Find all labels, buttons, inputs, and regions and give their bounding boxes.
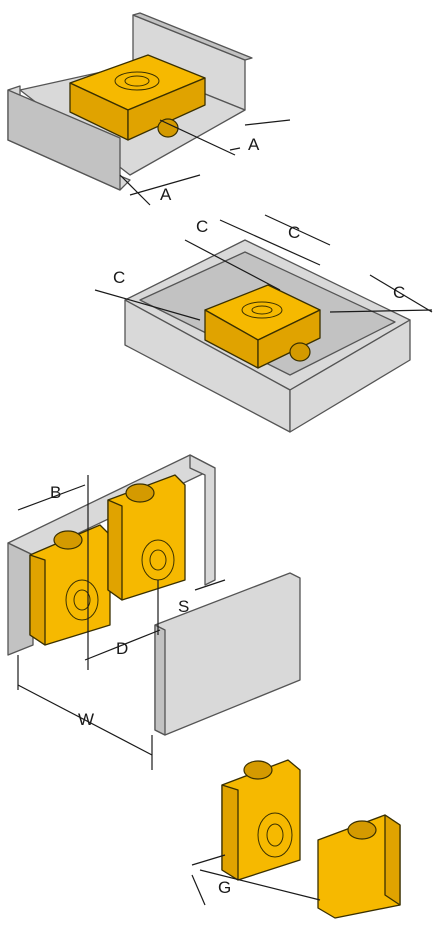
dim-c4-line [329,309,433,313]
sensor-right-face [127,77,206,141]
dim-c3-line [94,289,201,321]
dim-c2-label: C [288,223,300,242]
sensor3-side [221,784,239,881]
sensor1-side [29,554,46,646]
box-sensor-ring-inner [251,305,273,315]
front-plate [154,572,301,736]
channel-back-wall-top [132,12,253,61]
box-sensor-right [257,309,321,369]
dim-c4-ext [369,274,433,313]
dim-a2-line [129,174,201,196]
dim-b-line [17,484,86,511]
sensor4-gland-icon [347,820,377,840]
dim-b-label: B [50,483,61,502]
dim-g-line [199,869,321,901]
dim-c3-label: C [113,268,125,287]
box-front-right [289,319,411,433]
bracket-left [7,542,34,656]
dim-s-label: S [178,597,189,616]
dim-d-label: D [116,639,128,658]
dim-c4-label: C [393,283,405,302]
dim-s-line [194,579,226,591]
dim-a1-ext [244,119,291,126]
sensor1-gland-icon [53,530,83,550]
figure-facing: G [191,759,401,919]
dim-w-label: W [78,710,94,729]
sensor2-ring-inner [149,549,167,571]
dim-c1-label: C [196,217,208,236]
cable-gland-icon [157,118,179,138]
dim-a2-label: A [160,185,172,204]
dim-g-ext-down [191,874,206,906]
sensor2-side [107,499,123,601]
dim-c2-line [264,214,331,246]
dim-w-line [17,684,153,756]
dim-g-label: G [218,878,231,897]
dim-d-line [84,629,161,661]
sensor3-gland-icon [243,760,273,780]
box-cable-gland-icon [289,342,311,362]
bracket-right [189,454,216,586]
box-sensor-ring [241,301,283,319]
sensor3-ring-inner [266,823,284,847]
channel-front-wall-face [7,89,121,191]
sensor3-ring [257,812,293,858]
dim-c1b-line [219,219,321,266]
dim-g-ext-left [191,854,226,866]
dim-a2-ext [119,174,151,206]
figure-side-by-side: B S D W [7,454,301,770]
dim-c1-line [184,239,281,291]
sensor1-ring [65,579,99,621]
sensor2-gland-icon [125,483,155,503]
sensor-face-ring-inner [124,75,150,87]
sensor4-side [384,814,401,906]
front-plate-edge [154,624,166,736]
figure-box: C C C C [94,214,433,433]
dim-a1-tick [229,147,241,151]
dim-a1-line [159,119,236,156]
sensor1-ring-inner [73,589,91,611]
sensor-face-ring [114,71,160,91]
figure-u-channel: A A [7,12,291,206]
dim-a1-label: A [248,135,260,154]
